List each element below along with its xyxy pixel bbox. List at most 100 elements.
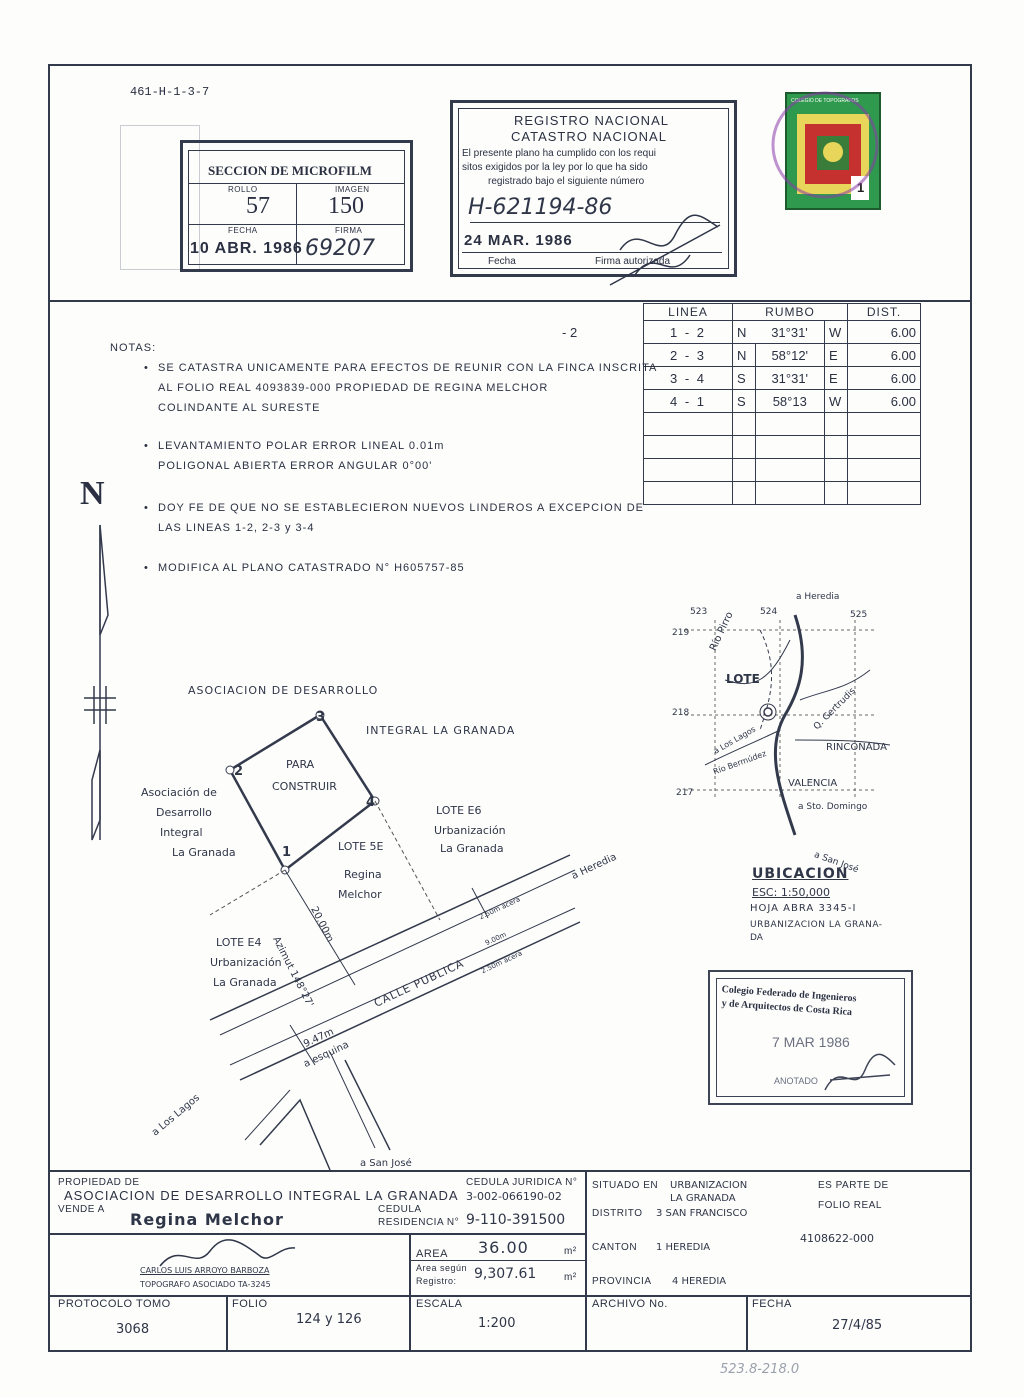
north-arrow-icon (84, 524, 116, 841)
asoc-top-1: ASOCIACION DE DESARROLLO (188, 684, 379, 697)
bottom-note: 523.8-218.0 (720, 1362, 800, 1377)
situado-label: SITUADO EN (592, 1180, 659, 1191)
footer-row-line (48, 1233, 586, 1235)
nota-bullet: • (144, 502, 149, 514)
microfilm-firma-label: FIRMA (335, 226, 363, 235)
colegio-anotado: ANOTADO (774, 1076, 818, 1086)
map-lote: LOTE (726, 672, 760, 686)
registro-inner (458, 108, 729, 269)
angle-cell: 58°13 (754, 389, 825, 413)
rollo-label: ROLLO (228, 185, 258, 194)
colegio-fecha: 7 MAR 1986 (772, 1034, 850, 1050)
dist-cell: 6.00 (847, 389, 921, 413)
registro-text1: El presente plano ha cumplido con los re… (462, 148, 657, 159)
lot-plan-drawing (209, 710, 581, 1171)
colegio-stamp-inner (716, 978, 905, 1097)
microfilm-rule2 (188, 224, 405, 225)
table-row (643, 435, 921, 459)
page-mark: - 2 (562, 325, 578, 340)
registro-line1: REGISTRO NACIONAL (514, 113, 669, 128)
topografo-signature (159, 1239, 296, 1267)
ubicacion-urb-1: URBANIZACION LA GRANA- (750, 920, 883, 930)
point-2: 2 (234, 764, 244, 779)
table-row: 1 - 2 N 31°31' W 6.00 (643, 320, 921, 344)
registro-firma-label: Firma autorizada (595, 256, 671, 267)
cedula-juridica: 3-002-066190-02 (466, 1190, 562, 1203)
lote-e6-2: Urbanización (434, 824, 506, 837)
dist-cell: 6.00 (847, 343, 921, 367)
map-grid-525: 525 (850, 610, 868, 620)
point-1: 1 (282, 845, 292, 860)
folio-label: FOLIO (232, 1298, 268, 1310)
cedula-juridica-label: CEDULA JURIDICA N° (466, 1177, 578, 1188)
cedula-label: CEDULA (378, 1204, 422, 1215)
topografos-stamp-text: COLEGIO DE TOPOGRAFOS (791, 98, 859, 104)
nota-3b: LAS LINEAS 1-2, 2-3 y 3-4 (158, 522, 315, 534)
cedula-value: 9-110-391500 (466, 1212, 566, 1228)
registro-text2: sitos exigidos por la ley por lo que ha … (462, 162, 648, 173)
colegio-signature (824, 1053, 896, 1091)
topografo-name: CARLOS LUIS ARROYO BARBOZA (140, 1266, 270, 1275)
asoc-top-2: INTEGRAL LA GRANADA (366, 724, 516, 737)
angle-cell: 58°12' (754, 343, 825, 367)
purple-cancel-stamp (771, 91, 879, 199)
footer-col-4 (746, 1295, 748, 1352)
area-reg-value: 9,307.61 (474, 1266, 537, 1282)
registro-text3: registrado bajo el siguiente número (488, 176, 645, 187)
asoc-left-1: Asociación de (141, 786, 217, 799)
nota-1b: AL FOLIO REAL 4093839-000 PROPIEDAD DE R… (158, 382, 549, 394)
asoc-left-2: Desarrollo (156, 806, 212, 819)
situado-value-1: URBANIZACION (670, 1180, 748, 1191)
table-row: 4 - 1 S 58°13 W 6.00 (643, 389, 921, 413)
footer-mid-divider (585, 1170, 587, 1296)
nota-bullet: • (144, 362, 149, 374)
distrito-label: DISTRITO (592, 1208, 643, 1219)
nota-4: MODIFICA AL PLANO CATASTRADO N° H605757-… (158, 562, 465, 574)
dir2-cell: W (824, 389, 848, 413)
folio-value: 124 y 126 (296, 1312, 362, 1327)
dir2-cell: E (824, 343, 848, 367)
footer-area-split (410, 1260, 586, 1261)
point-3: 3 (316, 710, 326, 725)
area-reg-label-2: Registro: (416, 1276, 457, 1286)
table-row: 3 - 4 S 31°31' E 6.00 (643, 366, 921, 390)
registro-numero-underline (470, 222, 720, 223)
footer-top-line (48, 1170, 972, 1172)
table-row: 2 - 3 N 58°12' E 6.00 (643, 343, 921, 367)
linea-cell: 3 - 4 (643, 366, 733, 390)
rumbo-header-linea: LINEA (643, 303, 733, 321)
registro-numero: H-621194-86 (468, 195, 613, 220)
rumbo-header-rumbo: RUMBO (732, 303, 848, 321)
map-grid-218: 218 (672, 708, 690, 718)
dist-cell: 6.00 (847, 366, 921, 390)
area-value: 36.00 (478, 1238, 529, 1257)
faint-stamp (120, 125, 200, 270)
linea-cell: 2 - 3 (643, 343, 733, 367)
area-unit: m² (564, 1246, 577, 1257)
lote-e6-3: La Granada (440, 842, 504, 855)
area-label: AREA (416, 1248, 448, 1260)
nota-1a: SE CATASTRA UNICAMENTE PARA EFECTOS DE R… (158, 362, 658, 374)
escala-value: 1:200 (478, 1316, 516, 1331)
rollo-value: 57 (246, 193, 270, 219)
protocolo-value: 3068 (116, 1322, 150, 1337)
propietario: ASOCIACION DE DESARROLLO INTEGRAL LA GRA… (64, 1188, 459, 1203)
registro-signature (609, 214, 721, 286)
microfilm-title: SECCION DE MICROFILM (208, 163, 372, 178)
plan-sheet-border (48, 64, 972, 1352)
distrito-value: 3 SAN FRANCISCO (656, 1208, 748, 1219)
microfilm-inner (188, 150, 405, 265)
microfilm-box (180, 140, 413, 272)
colegio-stamp (708, 970, 913, 1105)
nota-bullet: • (144, 440, 149, 452)
lote-5e: LOTE 5E (338, 840, 384, 853)
dir2-cell: E (824, 366, 848, 390)
asoc-left-3: Integral (160, 826, 203, 839)
vende-label: VENDE A (58, 1204, 105, 1215)
dist-cell: 6.00 (847, 320, 921, 344)
linea-cell: 4 - 1 (643, 389, 733, 413)
provincia-value: 4 HEREDIA (672, 1276, 727, 1287)
microfilm-rule (188, 183, 405, 184)
dir1-cell: N (732, 320, 755, 344)
map-heredia: a Heredia (796, 592, 840, 602)
